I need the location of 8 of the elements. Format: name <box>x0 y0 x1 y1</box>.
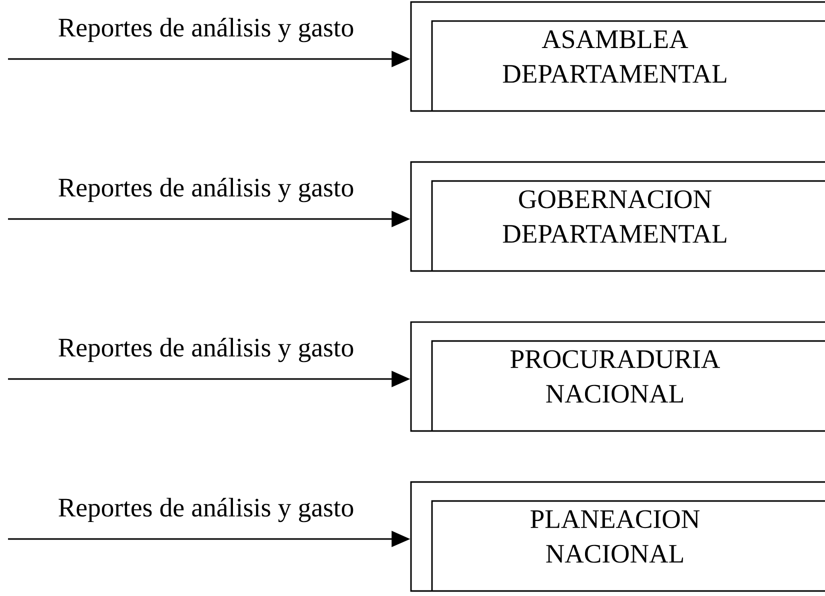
edge-label: Reportes de análisis y gasto <box>56 496 356 524</box>
entity-box: PROCURADURIA NACIONAL <box>410 321 825 432</box>
entity-box: PLANEACION NACIONAL <box>410 481 825 592</box>
edge-label: Reportes de análisis y gasto <box>56 176 356 204</box>
edge-label: Reportes de análisis y gasto <box>56 16 356 44</box>
edge-label: Reportes de análisis y gasto <box>56 336 356 364</box>
entity-box: GOBERNACION DEPARTAMENTAL <box>410 161 825 272</box>
entity-box: ASAMBLEA DEPARTAMENTAL <box>410 1 825 112</box>
